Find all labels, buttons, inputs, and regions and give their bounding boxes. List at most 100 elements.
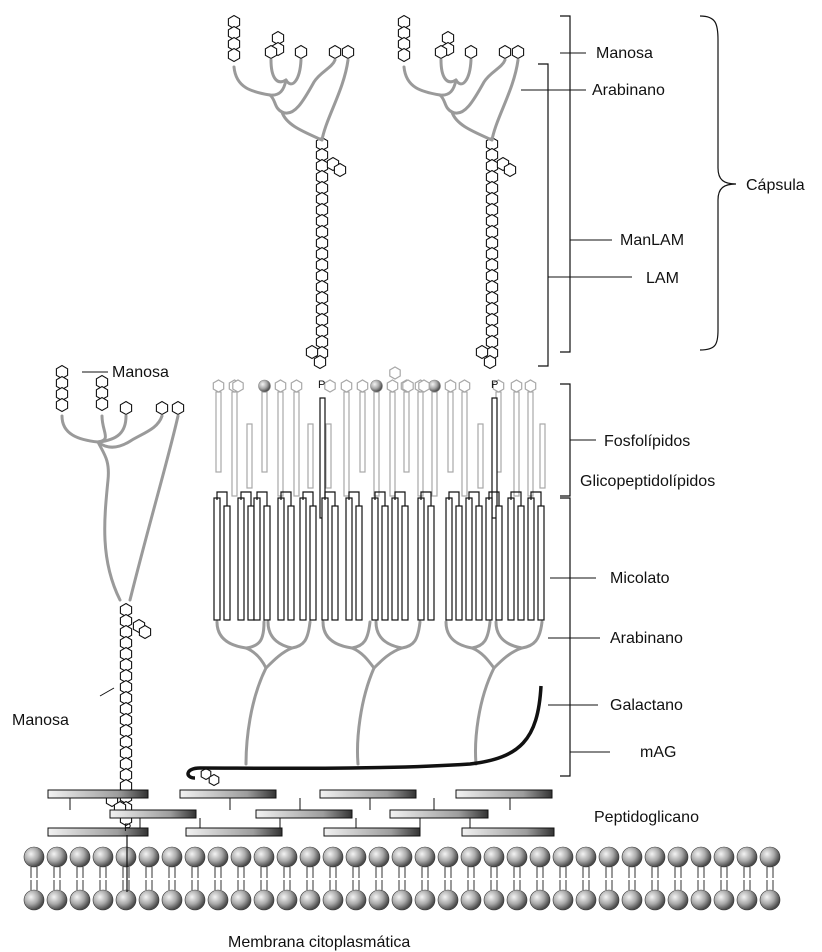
lipid-head-ball [259, 380, 271, 392]
membrane-head-outer [70, 847, 90, 867]
membrane-head-outer [162, 847, 182, 867]
branch-line [440, 95, 452, 112]
membrane-head-outer [461, 847, 481, 867]
gpl-head-hexagon [403, 380, 413, 392]
label-galactano: Galactano [610, 697, 683, 714]
membrane-head-inner [530, 890, 550, 910]
sugar-hexagon [156, 402, 167, 415]
phosphate-p-1: P [318, 379, 325, 391]
arabinan-branch [266, 648, 292, 668]
lipid-head-ball [429, 380, 441, 392]
branch-line [286, 60, 301, 84]
sugar-hexagon [398, 49, 409, 62]
mycolate-short-chain [456, 506, 462, 620]
label-capsula: Cápsula [746, 177, 805, 194]
branch-line [270, 95, 282, 112]
arabinan-branch [246, 648, 266, 668]
peptidoglycan-strand [180, 790, 276, 798]
mycolate-long-chain [300, 498, 306, 620]
mycolate-long-chain [346, 498, 352, 620]
membrane-head-outer [300, 847, 320, 867]
mycolate-long-chain [508, 498, 514, 620]
sugar-hexagon [499, 46, 510, 59]
phospholipid-tail [418, 392, 423, 496]
membrane-head-inner [461, 890, 481, 910]
peptidoglycan-strand [390, 810, 488, 818]
peptidoglycan-strand [324, 828, 420, 836]
membrane-head-outer [714, 847, 734, 867]
sugar-hexagon [228, 49, 239, 62]
membrane-head-outer [438, 847, 458, 867]
branch-line [492, 60, 518, 140]
arabinan-branch [446, 622, 490, 648]
mycolate-long-chain [214, 498, 220, 620]
membrane-head-outer [622, 847, 642, 867]
membrane-head-inner [599, 890, 619, 910]
arabinan-branch [246, 668, 266, 764]
membrane-head-inner [24, 890, 44, 910]
arabinan-branch [472, 648, 494, 668]
membrane-head-inner [162, 890, 182, 910]
sugar-hexagon [334, 164, 345, 177]
membrane-head-inner [645, 890, 665, 910]
lipid-head-hexagon [525, 380, 535, 392]
arabinan-branch [496, 622, 542, 648]
membrane-head-inner [277, 890, 297, 910]
membrane-head-outer [415, 847, 435, 867]
sugar-hexagon [295, 46, 306, 59]
peptidoglycan-strand [110, 810, 196, 818]
phospholipid-tail [448, 392, 453, 472]
mycolate-long-chain [322, 498, 328, 620]
lipid-head-hexagon [275, 380, 285, 392]
membrane-head-inner [392, 890, 412, 910]
membrane-head-inner [622, 890, 642, 910]
membrane-head-inner [116, 890, 136, 910]
membrane-head-outer [254, 847, 274, 867]
membrane-head-inner [507, 890, 527, 910]
phospholipid-tail [528, 392, 533, 496]
mycolate-short-chain [288, 506, 294, 620]
lipid-head-hexagon [213, 380, 223, 392]
membrane-head-inner [254, 890, 274, 910]
mycolate-short-chain [402, 506, 408, 620]
mycolate-long-chain [372, 498, 378, 620]
membrane-head-outer [24, 847, 44, 867]
membrane-head-inner [139, 890, 159, 910]
sugar-hexagon [306, 346, 317, 359]
sugar-hexagon [512, 46, 523, 59]
label-arabinano-mid: Arabinano [610, 630, 683, 647]
branch-line [282, 60, 335, 113]
label-fosfolipidos: Fosfolípidos [604, 433, 690, 450]
phospholipid-tail [326, 424, 331, 488]
membrane-head-outer [116, 847, 136, 867]
brace-capsula [700, 16, 736, 350]
membrane-head-outer [47, 847, 67, 867]
branch-line [456, 60, 471, 84]
brackets [538, 16, 736, 776]
branch-line [282, 112, 322, 140]
phospholipid-tail [216, 392, 221, 472]
mycolate-short-chain [248, 506, 254, 620]
membrane-head-inner [484, 890, 504, 910]
phospholipid-tail [262, 392, 267, 472]
bracket-manlam [560, 16, 570, 352]
label-peptidoglicano: Peptidoglicano [594, 809, 699, 826]
sugar-hexagon [465, 46, 476, 59]
membrane-head-inner [691, 890, 711, 910]
phospholipid-tail [432, 392, 437, 496]
arabinan-branch [352, 648, 374, 668]
membrane-head-outer [323, 847, 343, 867]
membrane-head-outer [668, 847, 688, 867]
mycolate-short-chain [428, 506, 434, 620]
mycolate-long-chain [418, 498, 424, 620]
arabinan-branch [358, 668, 374, 764]
sugar-hexagon [329, 46, 340, 59]
sugar-hexagon [56, 399, 67, 412]
membrane-head-inner [737, 890, 757, 910]
sugar-hexagon [120, 402, 131, 415]
arabinan-branch [323, 622, 370, 648]
phospholipid-tail [478, 424, 483, 488]
membrane-head-inner [93, 890, 113, 910]
phospholipid-tail [374, 392, 379, 496]
mycolate-short-chain [496, 506, 502, 620]
